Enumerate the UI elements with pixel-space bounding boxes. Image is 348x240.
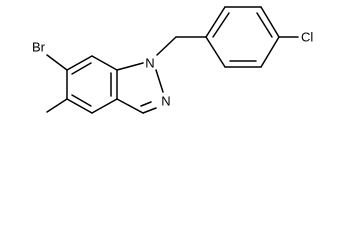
bond-ph6-ph1 — [205, 6, 226, 38]
bromine-label: Br — [32, 40, 46, 55]
bond-c5-methyl — [46, 98, 68, 113]
bond-ph3-ph4 — [260, 36, 280, 68]
structure-diagram: Br Cl N N — [32, 6, 313, 114]
bond-c5-c4-inner — [71, 94, 92, 107]
chlorophenyl-ring — [205, 6, 280, 68]
nitrogen-1-label: N — [145, 56, 154, 71]
bond-n1-n2 — [155, 69, 164, 93]
nitrogen-2-label: N — [161, 94, 170, 109]
bond-c7-c6-inner — [71, 62, 92, 75]
bond-c7-c6 — [66, 55, 93, 71]
bond-ph4-ph5 — [260, 6, 280, 38]
bond-c5-c4 — [66, 98, 93, 114]
bond-ph6-ph1-inner — [212, 12, 230, 38]
bond-c6-br — [46, 54, 68, 71]
bond-n1-ch2 — [156, 36, 177, 56]
bond-n2-c3-inner — [140, 101, 152, 107]
bond-ph4-ph5-inner — [256, 12, 273, 38]
pyrazole-ring-of-indazole — [116, 62, 164, 114]
bond-c4-c3a — [91, 98, 118, 114]
bond-c7a-n1 — [116, 62, 144, 71]
bond-c3-c3a — [116, 98, 144, 114]
chlorine-label: Cl — [301, 30, 313, 45]
benzene-ring-of-indazole — [66, 55, 118, 114]
bond-n2-c3 — [142, 107, 157, 114]
bond-c7a-c7 — [91, 55, 118, 71]
bond-ph1-ph2 — [205, 36, 226, 68]
